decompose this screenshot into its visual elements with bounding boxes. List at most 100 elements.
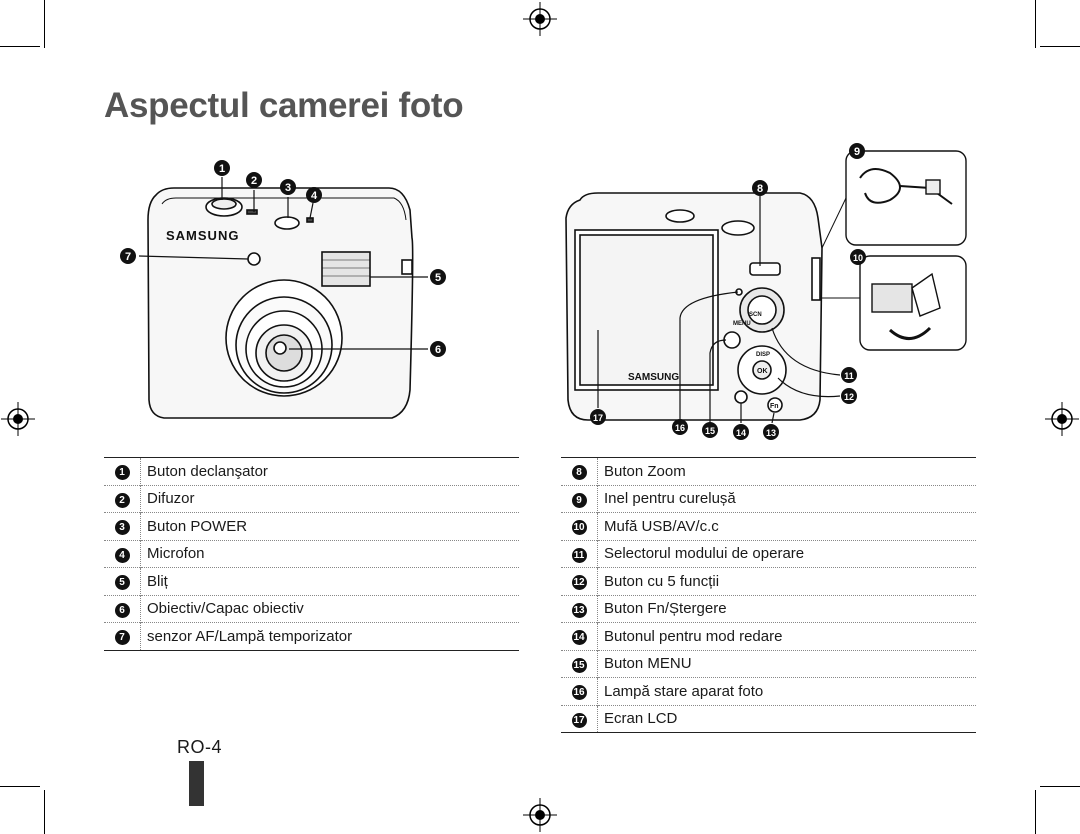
row-number-cell: 14 [561, 622, 598, 650]
fn-label: Fn [770, 403, 779, 410]
callout-14: 14 [733, 424, 749, 440]
callout-16: 16 [672, 419, 688, 435]
row-number-cell: 12 [561, 567, 598, 595]
svg-text:7: 7 [125, 251, 131, 263]
number-badge: 4 [114, 547, 130, 563]
crop-mark [44, 0, 45, 48]
row-number-cell: 11 [561, 540, 598, 568]
part-label: Buton POWER [147, 517, 248, 535]
disp-label: DISP [756, 352, 770, 358]
number-badge: 6 [114, 602, 130, 618]
part-label: Ecran LCD [604, 710, 678, 728]
row-number-cell: 1 [104, 457, 141, 485]
callout-11: 11 [841, 367, 857, 383]
callout-12: 12 [841, 388, 857, 404]
number-badge: 10 [571, 520, 587, 536]
table-row: 9 Inel pentru curelușă [561, 485, 976, 513]
part-label: Buton MENU [604, 655, 692, 673]
number-badge: 2 [114, 492, 130, 508]
table-row: 17 Ecran LCD [561, 705, 976, 733]
svg-text:5: 5 [435, 272, 441, 284]
svg-text:6: 6 [435, 344, 441, 356]
row-number-cell: 5 [104, 567, 141, 595]
number-badge: 5 [114, 575, 130, 591]
callout-5: 5 [430, 269, 446, 285]
row-number-cell: 4 [104, 540, 141, 568]
row-number-cell: 6 [104, 595, 141, 623]
crop-mark [1040, 46, 1080, 47]
svg-text:8: 8 [757, 183, 763, 195]
crop-mark [0, 46, 40, 47]
part-label: Microfon [147, 545, 205, 563]
page-marker-bar [189, 761, 204, 806]
row-number-cell: 15 [561, 650, 598, 678]
number-badge: 1 [114, 465, 130, 481]
number-badge: 8 [571, 465, 587, 481]
crop-mark [1035, 790, 1036, 834]
registration-mark-icon [523, 798, 557, 832]
svg-text:11: 11 [844, 371, 854, 381]
part-label: Difuzor [147, 490, 195, 508]
svg-text:3: 3 [285, 182, 291, 194]
row-number-cell: 8 [561, 457, 598, 485]
callout-10: 10 [850, 249, 866, 265]
callout-8: 8 [752, 180, 768, 196]
crop-mark [44, 790, 45, 834]
table-row: 2 Difuzor [104, 485, 519, 513]
callout-1: 1 [214, 160, 230, 176]
table-row: 7 senzor AF/Lampă temporizator [104, 622, 519, 650]
page-number: RO-4 [177, 737, 223, 757]
crop-mark [0, 786, 40, 787]
camera-brand-label: SAMSUNG [166, 228, 239, 243]
crop-mark [1040, 786, 1080, 787]
part-label: Lampă stare aparat foto [604, 682, 764, 700]
camera-brand-label: SAMSUNG [628, 372, 679, 383]
registration-mark-icon [523, 2, 557, 36]
table-row: 6 Obiectiv/Capac obiectiv [104, 595, 519, 623]
camera-back-illustration: SAMSUNG SCN MENU DISP OK Fn 8 9 10 11 12… [565, 143, 967, 440]
svg-text:2: 2 [251, 175, 257, 187]
callout-15: 15 [702, 422, 718, 438]
number-badge: 16 [571, 685, 587, 701]
registration-mark-icon [1, 402, 35, 436]
part-label: Inel pentru curelușă [604, 490, 736, 508]
menu-label: MENU [733, 321, 751, 327]
row-number-cell: 16 [561, 677, 598, 705]
svg-text:16: 16 [675, 423, 685, 433]
callout-13: 13 [763, 424, 779, 440]
ok-label: OK [757, 368, 768, 375]
part-label: Buton Fn/Ștergere [604, 600, 727, 618]
number-badge: 12 [571, 575, 587, 591]
svg-text:15: 15 [705, 426, 715, 436]
callout-17: 17 [590, 409, 606, 425]
row-number-cell: 9 [561, 485, 598, 513]
callout-2: 2 [246, 172, 262, 188]
row-number-cell: 2 [104, 485, 141, 513]
page-title: Aspectul camerei foto [104, 86, 464, 125]
part-label: senzor AF/Lampă temporizator [147, 627, 353, 645]
svg-text:9: 9 [854, 146, 860, 158]
number-badge: 17 [571, 712, 587, 728]
number-badge: 3 [114, 520, 130, 536]
svg-text:10: 10 [853, 253, 863, 263]
row-number-cell: 7 [104, 622, 141, 650]
number-badge: 14 [571, 630, 587, 646]
callout-6: 6 [430, 341, 446, 357]
svg-text:12: 12 [844, 392, 854, 402]
svg-text:1: 1 [219, 163, 225, 175]
row-number-cell: 3 [104, 512, 141, 540]
svg-text:4: 4 [311, 190, 318, 202]
svg-text:17: 17 [593, 413, 603, 423]
part-label: Obiectiv/Capac obiectiv [147, 600, 304, 618]
table-row: 3 Buton POWER [104, 512, 519, 540]
row-number-cell: 17 [561, 705, 598, 733]
crop-mark [1035, 0, 1036, 48]
